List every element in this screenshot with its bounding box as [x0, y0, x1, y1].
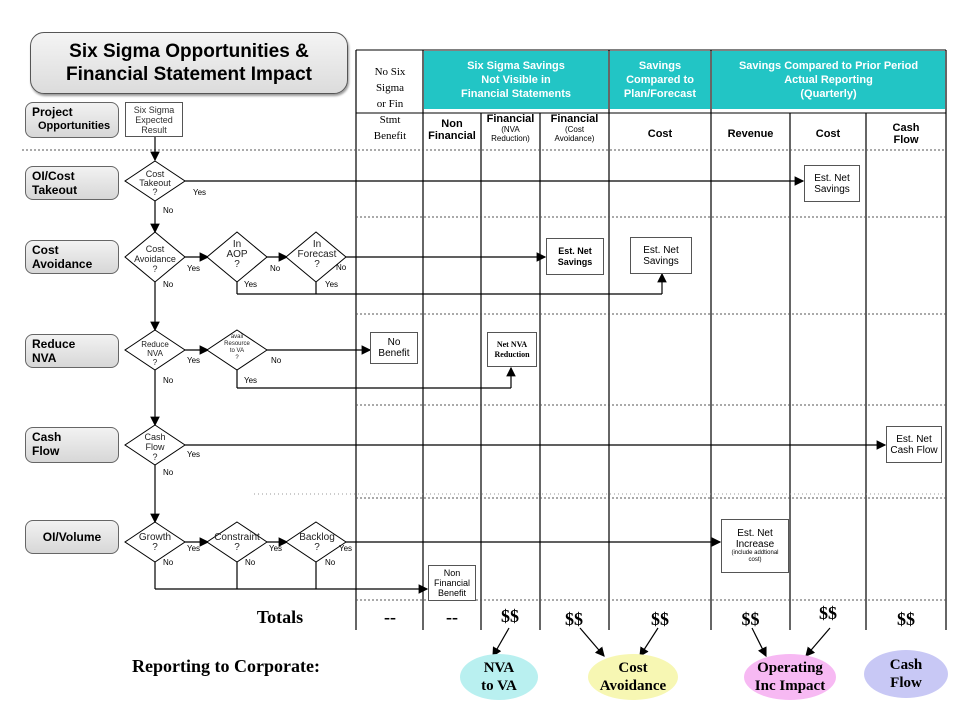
no-label: No [245, 558, 256, 567]
no-label: No [163, 468, 174, 477]
decision-backlog [285, 521, 347, 563]
page-title: Six Sigma Opportunities & Financial Stat… [30, 32, 348, 94]
reporting-label: Reporting to Corporate: [132, 656, 320, 676]
total-non-financial: -- [446, 607, 458, 627]
no-label: No [336, 263, 347, 272]
outcome-est-net-cash-flow: Est. Net Cash Flow [886, 426, 942, 463]
decision-in-forecast [285, 231, 347, 283]
outcome-net-nva-reduction: Net NVA Reduction [487, 332, 537, 367]
decision-label-cost-avoidance: Cost Avoidance ? [134, 244, 176, 274]
row-label-reduce-nva: Reduce NVA [25, 334, 119, 368]
column-non-financial: Non Financial [428, 118, 476, 142]
expected-result-box: Six Sigma Expected Result [125, 102, 183, 137]
column-cost-plan: Cost [647, 128, 673, 140]
total-cash-flow: $$ [897, 609, 915, 629]
yes-label: Yes [187, 544, 201, 553]
total-revenue: $$ [741, 609, 760, 629]
decision-label-avail-resource: avail Resource to VA ? [224, 334, 250, 361]
column-financial-nva: Financial (NVA Reduction) [486, 113, 535, 143]
decision-reduce-nva [124, 329, 186, 371]
yes-label: Yes [244, 376, 258, 385]
column-financial-cost: Financial (Cost Avoidance) [550, 113, 599, 143]
no-label: No [163, 280, 174, 289]
decision-cost-takeout [124, 160, 186, 202]
header-plan-forecast: Savings Compared to Plan/Forecast [610, 51, 710, 109]
row-label-cash-flow: Cash Flow [25, 427, 119, 463]
no-label: No [271, 356, 282, 365]
decision-label-cash-flow: Cash Flow ? [144, 432, 166, 462]
decision-label-growth: Growth ? [138, 532, 172, 553]
total-cost-prior: $$ [819, 603, 837, 623]
outcome-non-financial-benefit: Non Financial Benefit [428, 565, 476, 601]
yes-label: Yes [193, 188, 207, 197]
column-revenue: Revenue [727, 128, 774, 140]
header-not-visible: Six Sigma Savings Not Visible in Financi… [424, 51, 608, 109]
decision-growth [124, 521, 186, 563]
row-label-cost-avoidance: Cost Avoidance [25, 240, 119, 274]
no-label: No [163, 376, 174, 385]
yes-label: Yes [244, 280, 258, 289]
outcome-est-net-increase: Est. Net Increase (include addtional cos… [721, 519, 789, 573]
report-cash-flow: Cash Flow [864, 650, 948, 698]
decision-label-constraint: Constraint ? [214, 532, 260, 553]
total-financial-nva: $$ [501, 606, 519, 626]
decision-cost-avoidance [124, 231, 186, 283]
decision-in-aop [206, 231, 268, 283]
decision-label-reduce-nva: Reduce NVA ? [141, 340, 169, 367]
yes-label: Yes [187, 264, 201, 273]
outcome-est-net-savings-plan: Est. Net Savings [630, 237, 692, 274]
no-label: No [163, 558, 174, 567]
column-cost-prior: Cost [815, 128, 841, 140]
decision-cash-flow [124, 424, 186, 466]
decision-avail-resource [206, 329, 268, 371]
row-label-oi-cost-takeout: OI/Cost Takeout [25, 166, 119, 200]
header-no-six-sigma: No Six Sigma or Fin Stmt Benefit [373, 66, 407, 142]
decision-label-backlog: Backlog ? [299, 532, 335, 553]
no-label: No [270, 264, 281, 273]
decision-constraint [206, 521, 268, 563]
outcome-est-net-savings-cost-avoidance: Est. Net Savings [546, 238, 604, 275]
outcome-est-net-savings-cost-prior: Est. Net Savings [804, 165, 860, 202]
total-financial-cost: $$ [565, 609, 583, 629]
yes-label: Yes [187, 356, 201, 365]
totals-label: Totals [256, 607, 304, 627]
report-nva-to-va: NVA to VA [460, 654, 538, 700]
row-label-project: Project Opportunities [25, 102, 119, 138]
yes-label: Yes [269, 544, 283, 553]
yes-label: Yes [339, 544, 353, 553]
decision-label-cost-takeout: Cost Takeout ? [139, 169, 171, 197]
outcome-no-benefit: No Benefit [370, 332, 418, 364]
no-label: No [325, 558, 336, 567]
no-label: No [163, 206, 174, 215]
column-cash-flow: Cash Flow [892, 122, 920, 146]
total-cost-plan: $$ [651, 609, 669, 629]
decision-label-in-aop: In AOP ? [226, 239, 248, 270]
yes-label: Yes [325, 280, 339, 289]
report-operating-inc-impact: Operating Inc Impact [744, 654, 836, 700]
yes-label: Yes [187, 450, 201, 459]
total-no-benefit: -- [384, 607, 396, 627]
decision-label-in-forecast: In Forecast ? [297, 239, 337, 270]
header-prior-period: Savings Compared to Prior Period Actual … [712, 51, 945, 109]
report-cost-avoidance: Cost Avoidance [588, 654, 678, 700]
row-label-oi-volume: OI/Volume [25, 520, 119, 554]
